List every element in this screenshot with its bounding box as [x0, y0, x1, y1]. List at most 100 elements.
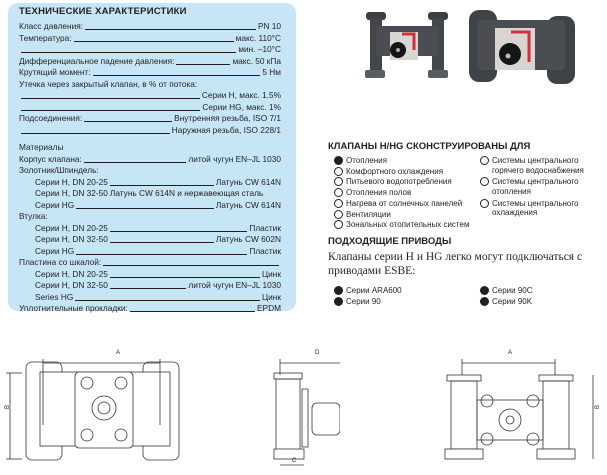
spec-label: Температура:: [19, 32, 72, 43]
spec-row: Подсоединения:Внутренняя резьба, ISO 7/1: [19, 112, 281, 123]
leader-line: [73, 40, 234, 42]
dim-b-label-top: B: [595, 404, 602, 410]
leader-line: [21, 52, 237, 53]
spec-label: Пластина со шкалой:: [19, 257, 102, 267]
spec-row: мин. –10°C: [19, 43, 281, 54]
spec-label: Серии HG: [35, 245, 75, 256]
empty-bullet-icon: [334, 166, 343, 176]
empty-bullet-icon: [480, 156, 489, 165]
application-option: Зональных отопительных систем: [334, 220, 469, 230]
technical-specs-panel: [8, 3, 296, 311]
spec-value: Цинк: [262, 268, 281, 279]
application-option: Серии 90C: [480, 286, 533, 296]
spec-row: Дифференциальное падение давления: макс. …: [19, 55, 281, 66]
filled-bullet-icon: [334, 286, 343, 295]
leader-line: [109, 288, 187, 289]
spec-label: Дифференциальное падение давления:: [19, 55, 175, 66]
spec-row: Серии H, DN 20-25 Пластик: [35, 222, 281, 233]
leader-line: [109, 184, 214, 186]
application-option: Вентиляции: [334, 209, 391, 220]
empty-bullet-icon: [480, 198, 489, 208]
application-option: Серии 90: [334, 296, 381, 307]
empty-bullet-icon: [334, 209, 343, 219]
spec-row: Серии H, DN 20-25 Цинк: [35, 268, 281, 279]
spec-value: Латунь CW 614N и нержавеющая сталь: [109, 188, 264, 198]
spec-value: Латунь CW 614N: [215, 199, 281, 210]
spec-value: литой чугун EN–JL 1030: [188, 280, 281, 290]
spec-label: Серии H, DN 32-50: [35, 280, 108, 290]
leader-line: [76, 207, 214, 209]
option-label: Серии 90K: [492, 296, 533, 306]
spec-row: Серии HG Пластик: [35, 245, 281, 256]
spec-label: Втулка:: [19, 211, 48, 221]
option-label: Питьевого водопотребления: [346, 177, 452, 187]
application-option: Комфортного охлаждения: [334, 166, 444, 177]
spec-label: Уплотнительные прокладки:: [19, 303, 128, 313]
actuators-text: Клапаны серии H и HG легко могут подключ…: [328, 251, 583, 277]
spec-row: Серии HG, макс. 1%: [19, 101, 281, 112]
spec-label: Корпус клапана:: [19, 153, 82, 164]
option-label: Системы центрального горячего водоснабже…: [492, 156, 584, 175]
spec-row: Корпус клапана: литой чугун EN–JL 1030: [19, 153, 281, 164]
spec-label: Серии HG: [35, 199, 75, 210]
spec-row: Утечка через закрытый клапан, в % от пот…: [19, 78, 281, 89]
empty-bullet-icon: [334, 177, 343, 187]
leader-line: [21, 132, 170, 134]
materials-title: Материалы: [19, 142, 64, 152]
spec-label: Серии H, DN 20-25: [35, 176, 108, 187]
application-option: Отопления: [334, 156, 387, 166]
option-label: Системы центрального отопления: [492, 177, 579, 196]
leader-line: [21, 98, 200, 99]
spec-label: Крутящий момент:: [19, 67, 91, 77]
application-option: Питьевого водопотребления: [334, 177, 452, 187]
option-label: Серии ARA600: [346, 286, 402, 295]
filled-bullet-icon: [480, 296, 489, 306]
spec-row: Серии H, DN 32-50 литой чугун EN–JL 1030: [35, 279, 281, 290]
product-photo-h-valve: [362, 8, 450, 80]
filled-bullet-icon: [480, 286, 489, 295]
spec-value: Пластик: [249, 222, 281, 233]
option-label: Зональных отопительных систем: [346, 220, 470, 230]
top-view-drawing: [444, 359, 594, 460]
spec-value: Пластик: [249, 245, 281, 256]
spec-value: макс. 50 кПа: [232, 55, 281, 66]
applications-title: КЛАПАНЫ H/HG СКОНСТРУИРОВАНЫ ДЛЯ: [328, 141, 531, 152]
option-label: Вентиляции: [346, 209, 391, 219]
application-option: Серии ARA600: [334, 286, 402, 296]
application-option: Системы центрального охлаждения: [480, 198, 600, 218]
front-view-drawing: [6, 359, 180, 461]
spec-row: Пластина со шкалой:: [19, 256, 281, 267]
leader-line: [109, 230, 248, 232]
spec-row: Температура:макс. 110°C: [19, 32, 281, 43]
spec-label: Серии H, DN 20-25: [35, 268, 108, 279]
leader-line: [75, 299, 261, 301]
application-option: Системы центрального горячего водоснабже…: [480, 156, 600, 175]
option-label: Комфортного охлаждения: [346, 166, 444, 176]
option-label: Отопления полов: [346, 188, 412, 198]
spec-label: Series HG: [35, 291, 74, 302]
spec-value: литой чугун EN–JL 1030: [188, 153, 281, 164]
leader-line: [76, 253, 248, 255]
leader-line: [109, 276, 261, 278]
side-view-drawing: [273, 359, 340, 466]
spec-value: PN 10: [257, 21, 281, 31]
empty-bullet-icon: [334, 220, 343, 230]
dim-a-label-top: A: [508, 350, 513, 356]
leader-line: [84, 121, 173, 122]
leader-line: [109, 242, 214, 243]
spec-label: Серии H, DN 32-50: [35, 188, 108, 198]
specs-title: ТЕХНИЧЕСКИЕ ХАРАКТЕРИСТИКИ: [19, 6, 187, 17]
spec-label: Серии H, DN 20-25: [35, 222, 108, 233]
spec-label: Золотник/Шпиндель:: [19, 165, 99, 175]
spec-row: Класс давления:PN 10: [19, 20, 281, 31]
application-option: Нагрева от солнечных панелей: [334, 198, 462, 209]
spec-value: 5 Нм: [262, 67, 281, 77]
spec-value: Серии HG, макс. 1%: [202, 101, 281, 112]
option-label: Системы центрального охлаждения: [492, 198, 579, 218]
empty-bullet-icon: [480, 177, 489, 187]
spec-value: EPDM: [257, 303, 281, 313]
spec-row: Втулка:: [19, 210, 281, 221]
application-option: Системы центрального отопления: [480, 177, 600, 196]
